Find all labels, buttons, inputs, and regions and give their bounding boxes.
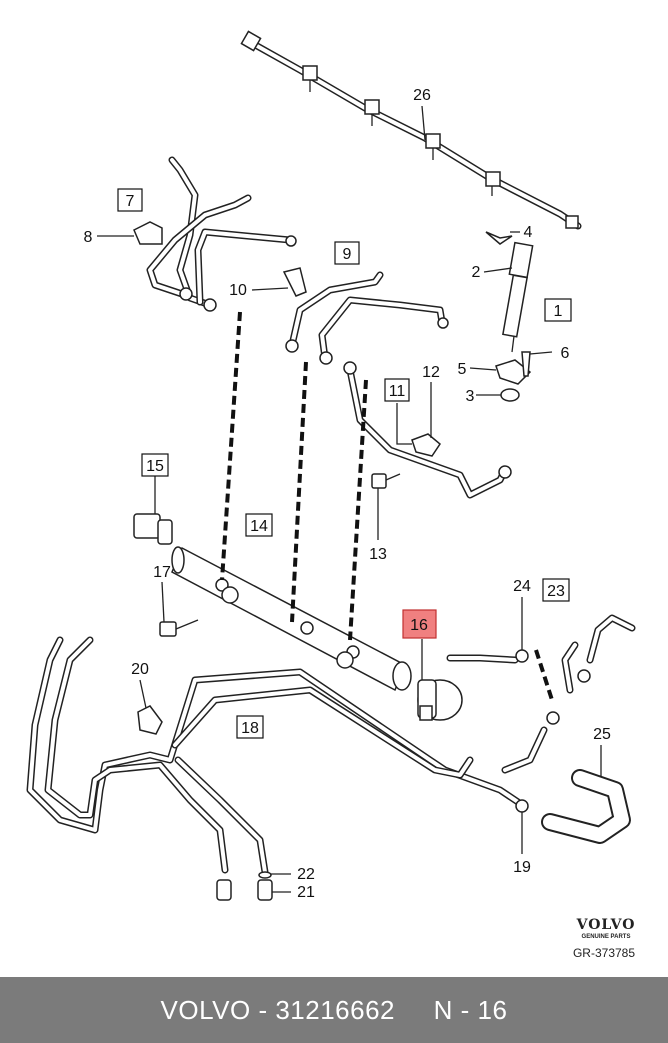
dashed-line-c — [348, 379, 368, 641]
callout-box-15 — [141, 453, 169, 477]
callout-box-23 — [542, 578, 570, 602]
injector-2 — [485, 231, 534, 402]
dashed-line-a — [220, 311, 242, 581]
pressure-pipes-9 — [285, 271, 449, 365]
callout-9: 9 — [343, 246, 352, 263]
footer-bar: VOLVO - 31216662 N - 16 — [0, 977, 668, 1043]
fuel-lines-18 — [26, 636, 529, 876]
callout-8: 8 — [84, 229, 93, 246]
clip-20 — [137, 705, 163, 735]
callout-7: 7 — [126, 193, 135, 210]
callout-11: 11 — [389, 383, 406, 400]
footer-brand: VOLVO — [160, 994, 251, 1025]
callout-box-7 — [117, 188, 143, 212]
sleeve-21 — [216, 879, 273, 901]
callout-5: 5 — [458, 361, 467, 378]
bolt-13 — [371, 473, 401, 489]
pipe-11 — [343, 361, 512, 499]
ring-22 — [258, 871, 272, 879]
clamp-4 — [485, 231, 513, 245]
callout-labels: 1 2 3 4 5 6 7 8 9 10 11 12 13 14 15 16 1… — [84, 87, 611, 901]
callout-24: 24 — [513, 578, 531, 595]
callout-box-11 — [384, 378, 410, 402]
clip-8 — [133, 221, 163, 245]
hose-25 — [541, 769, 631, 844]
callout-12: 12 — [422, 364, 440, 381]
pressure-pipes-7 — [146, 156, 297, 312]
callout-16: 16 — [410, 617, 428, 634]
dashed-line-d — [534, 649, 554, 701]
callout-box-9 — [334, 241, 360, 265]
callout-19: 19 — [513, 859, 531, 876]
bolt-6 — [521, 351, 531, 377]
clamp-19 — [515, 799, 529, 813]
bracket-5 — [495, 359, 532, 385]
callout-23: 23 — [547, 583, 565, 600]
fuel-rail-14 — [171, 546, 412, 692]
seal-3 — [500, 388, 520, 402]
callout-18: 18 — [241, 720, 259, 737]
callout-21: 21 — [297, 884, 315, 901]
footer-part-number: 31216662 — [275, 994, 396, 1025]
callout-box-18 — [236, 715, 264, 739]
pressure-sensor-15 — [133, 513, 173, 545]
dashed-line-b — [290, 361, 308, 623]
callout-22: 22 — [297, 866, 315, 883]
callout-26: 26 — [413, 87, 431, 104]
callout-14: 14 — [250, 518, 268, 535]
callout-1: 1 — [554, 303, 563, 320]
callout-box-1 — [544, 298, 572, 322]
callout-15: 15 — [146, 458, 164, 475]
callout-13: 13 — [369, 546, 387, 563]
callout-25: 25 — [593, 726, 611, 743]
leader-lines — [97, 105, 602, 893]
callout-20: 20 — [131, 661, 149, 678]
clip-10 — [282, 267, 307, 297]
callout-17: 17 — [153, 564, 171, 581]
footer-separator: - — [250, 994, 276, 1025]
callout-3: 3 — [466, 388, 475, 405]
callout-4: 4 — [524, 224, 533, 241]
footer-position: N - 16 — [433, 994, 508, 1025]
bolt-17 — [159, 619, 199, 637]
footer-gap — [395, 995, 434, 1026]
callout-box-14 — [245, 513, 273, 537]
diagram-reference: GR-373785 — [573, 946, 635, 960]
parts-diagram: 1 2 3 4 5 6 7 8 9 10 11 12 13 14 15 16 1… — [26, 30, 636, 960]
callout-6: 6 — [561, 345, 570, 362]
callout-10: 10 — [229, 282, 247, 299]
callout-box-16 — [402, 609, 437, 639]
brand-logo: VOLVO — [576, 917, 636, 933]
callout-2: 2 — [472, 264, 481, 281]
pressure-regulator-16 — [417, 679, 463, 721]
return-line-26 — [240, 30, 582, 230]
brand-tagline: GENUINE PARTS — [582, 934, 631, 940]
hose-23 — [446, 614, 636, 774]
clip-12 — [411, 433, 441, 457]
clamp-24 — [515, 649, 529, 663]
